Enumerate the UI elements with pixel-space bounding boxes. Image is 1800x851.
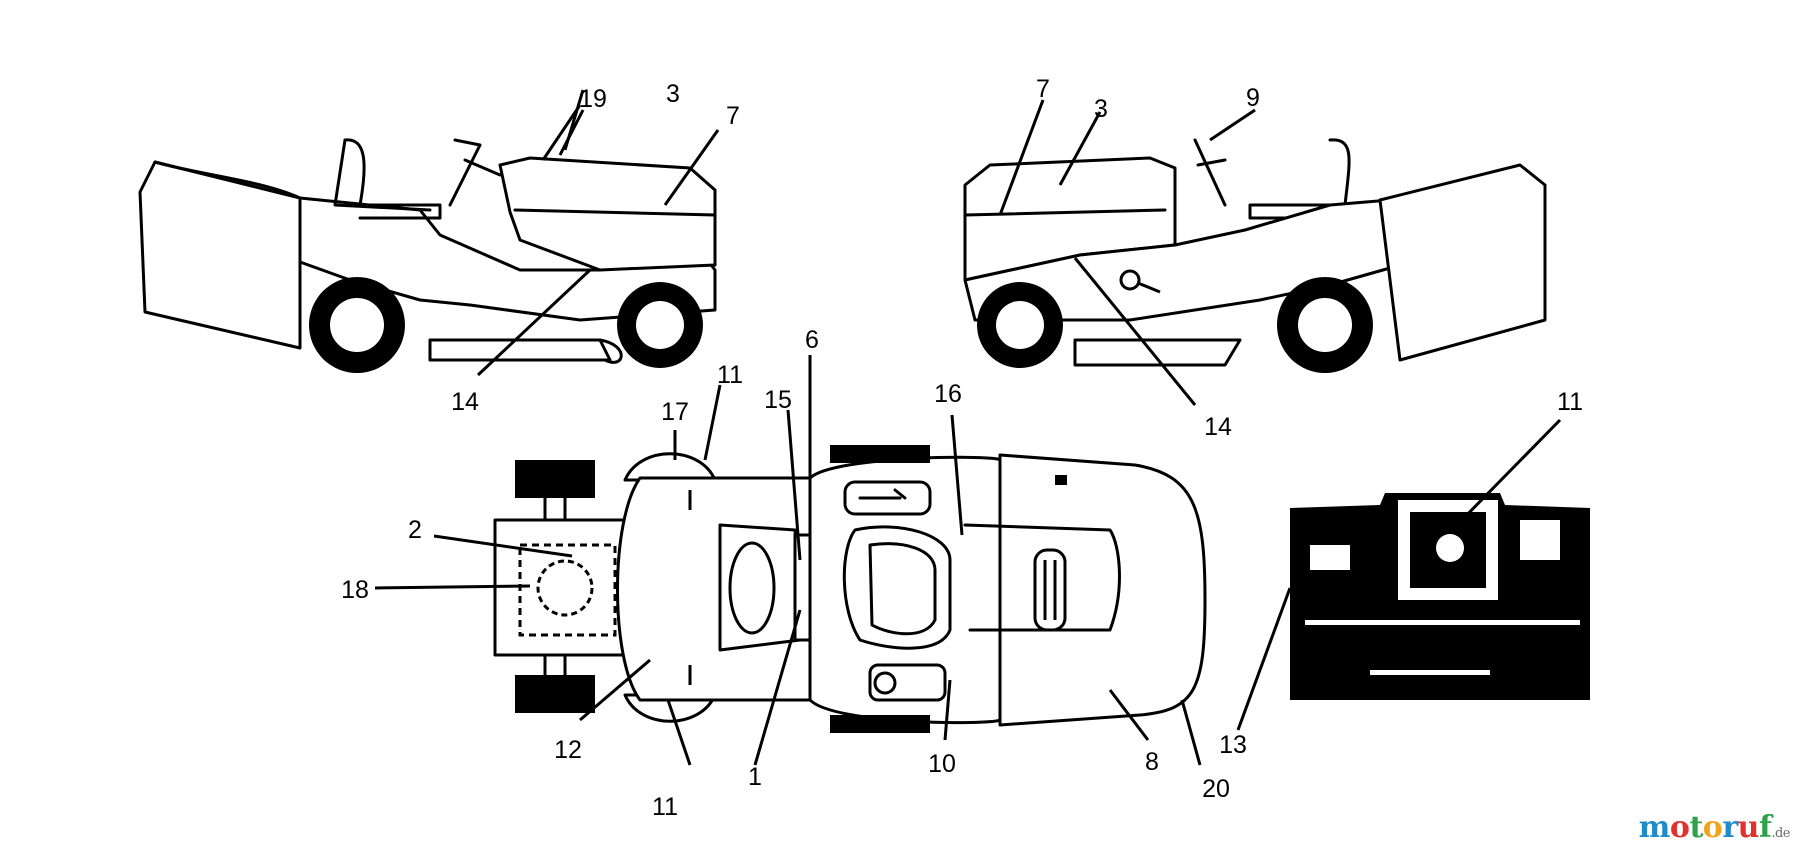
callout-2: 2 [408, 516, 422, 544]
watermark-letter: t [1689, 810, 1703, 845]
watermark-text: motoruf [1639, 810, 1772, 845]
callout-7-left: 7 [726, 102, 740, 130]
callout-19: 19 [579, 85, 607, 113]
callout-13: 13 [1219, 731, 1247, 759]
watermark-tld: .de [1771, 826, 1790, 841]
callout-3-right: 3 [1094, 95, 1108, 123]
callout-9: 9 [1246, 84, 1260, 112]
callout-10: 10 [928, 750, 956, 778]
watermark-letter: o [1669, 810, 1690, 845]
right-side-view [963, 99, 1547, 406]
callout-14-left: 14 [451, 388, 479, 416]
callout-11-rear: 11 [1557, 388, 1583, 416]
callout-7-right: 7 [1036, 75, 1050, 103]
callout-17: 17 [661, 398, 689, 426]
callout-20: 20 [1202, 775, 1230, 803]
watermark-logo: motoruf.de [1639, 810, 1791, 845]
callout-11-bottom: 11 [652, 793, 678, 821]
top-view [374, 355, 1207, 766]
callout-11-top: 11 [717, 361, 743, 389]
callout-15: 15 [764, 386, 792, 414]
callout-3-left: 3 [666, 80, 680, 108]
rear-panel [1236, 418, 1590, 731]
callout-6: 6 [805, 326, 819, 354]
callout-labels: 19 3 7 14 7 3 9 14 6 11 17 15 16 2 18 12… [341, 75, 1583, 821]
watermark-letter: m [1638, 810, 1671, 845]
callout-12: 12 [554, 736, 582, 764]
watermark-letter: f [1758, 810, 1772, 845]
watermark-letter: r [1722, 810, 1738, 845]
callout-16: 16 [934, 380, 962, 408]
watermark-letter: u [1737, 810, 1760, 845]
callout-8: 8 [1145, 748, 1159, 776]
callout-1: 1 [748, 763, 762, 791]
left-side-view [138, 89, 720, 377]
callout-18: 18 [341, 576, 369, 604]
callout-14-right: 14 [1204, 413, 1232, 441]
watermark-letter: o [1702, 810, 1723, 845]
